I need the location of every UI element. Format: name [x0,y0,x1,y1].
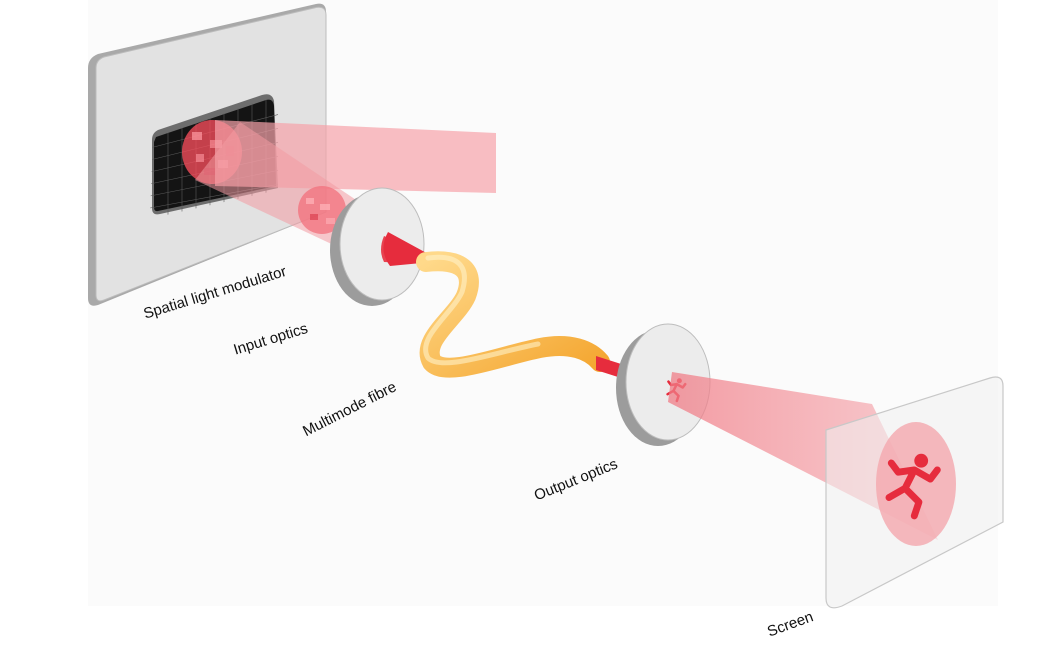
screen [825,376,1004,609]
running-figure-icon [885,453,941,520]
pattern-spot-in-flight [298,186,346,234]
spatial-light-modulator [88,3,327,306]
